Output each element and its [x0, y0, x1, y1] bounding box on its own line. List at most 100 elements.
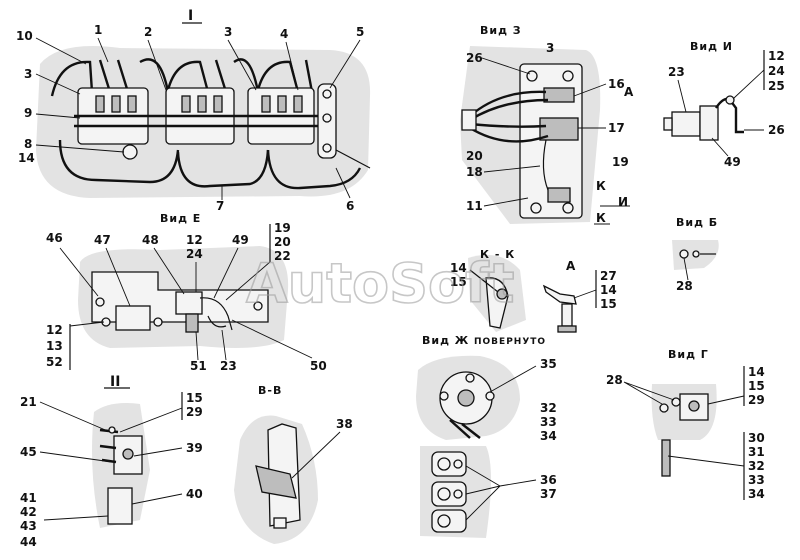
view-z-label: К	[596, 211, 606, 225]
view-i2-label: 24	[768, 64, 785, 78]
view-e-label: 23	[220, 359, 237, 373]
view-i2-label: 23	[668, 65, 685, 79]
view-g-label: 30	[748, 431, 765, 445]
view-vv: В-В 38	[234, 384, 353, 544]
view-i2-title: Вид И	[690, 40, 733, 53]
view-zh-subtitle: ПОВЕРНУТО	[474, 337, 546, 347]
view-e-label: 12	[46, 323, 63, 337]
view-i2: Вид И 12 24 25 23 26 49	[663, 40, 785, 169]
view-z-label: А	[624, 85, 634, 99]
view-kk-label: 15	[450, 275, 467, 289]
view-vv-title: В-В	[258, 384, 282, 397]
view-g-label: 31	[748, 445, 765, 459]
view-e-label: 51	[190, 359, 207, 373]
view-e-label: 22	[274, 249, 291, 263]
view-i-label: 3	[24, 67, 32, 81]
view-e-label: 49	[232, 233, 249, 247]
view-z-label: 17	[608, 121, 625, 135]
view-i-label: 8	[24, 137, 32, 151]
view-zh-label: 36	[540, 473, 557, 487]
view-e: Вид Е 46 47 48 12 24 49 19 20 22 12 13 5…	[46, 212, 327, 373]
view-kk-label: А	[566, 259, 576, 273]
view-ii-label: 29	[186, 405, 203, 419]
view-ii-label: 15	[186, 391, 203, 405]
view-b-label: 28	[676, 279, 693, 293]
view-z-label: 11	[466, 199, 483, 213]
view-kk-label: 14	[600, 283, 617, 297]
view-i2-label: 12	[768, 49, 785, 63]
view-e-label: 19	[274, 221, 291, 235]
view-ii-label: 43	[20, 519, 37, 533]
view-kk-label: 14	[450, 261, 467, 275]
view-e-label: 46	[46, 231, 63, 245]
view-g-label: 32	[748, 459, 765, 473]
view-e-label: 50	[310, 359, 327, 373]
view-z: Вид З 26 3 16 А 17 20 19 18 К 11 И К	[460, 24, 634, 225]
view-z-title: Вид З	[480, 24, 522, 37]
view-i-label: 7	[216, 199, 224, 213]
view-kk-label: 15	[600, 297, 617, 311]
view-zh-label: 33	[540, 415, 557, 429]
view-i-label: 5	[356, 25, 364, 39]
view-g-label: 29	[748, 393, 765, 407]
watermark: AutoSoft	[246, 252, 514, 315]
view-ii-title: II	[110, 374, 120, 390]
view-i-label: 4	[280, 27, 288, 41]
view-z-label: 26	[466, 51, 483, 65]
view-e-label: 47	[94, 233, 111, 247]
view-zh-label: 32	[540, 401, 557, 415]
view-i-label: 1	[94, 23, 102, 37]
view-i2-label: 49	[724, 155, 741, 169]
view-zh-label: 34	[540, 429, 557, 443]
view-ii-label: 21	[20, 395, 37, 409]
view-kk-title: К - К	[480, 248, 515, 261]
view-z-label: К	[596, 179, 606, 193]
view-vv-label: 38	[336, 417, 353, 431]
view-zh-label: 37	[540, 487, 557, 501]
view-z-label: 19	[612, 155, 629, 169]
view-g-title: Вид Г	[668, 348, 709, 361]
view-zh: Вид Ж ПОВЕРНУТО 35 32 33 34 36 37	[416, 334, 557, 538]
view-e-label: 13	[46, 339, 63, 353]
view-i-label: 14	[18, 151, 35, 165]
view-g-label: 14	[748, 365, 765, 379]
view-b: Вид Б 28	[672, 216, 719, 293]
view-i2-label: 26	[768, 123, 785, 137]
view-z-label: 20	[466, 149, 483, 163]
view-i-label: 10	[16, 29, 33, 43]
view-e-label: 52	[46, 355, 63, 369]
view-ii-label: 39	[186, 441, 203, 455]
view-e-label: 24	[186, 247, 203, 261]
view-g-label: 15	[748, 379, 765, 393]
view-ii-label: 45	[20, 445, 37, 459]
terminal-row	[95, 95, 303, 113]
view-i: I 10 1 2	[16, 8, 371, 213]
view-ii-label: 44	[20, 535, 37, 549]
view-ii-label: 42	[20, 505, 37, 519]
view-i-label: 2	[144, 25, 152, 39]
view-zh-title: Вид Ж	[422, 334, 469, 347]
view-z-label: 18	[466, 165, 483, 179]
view-i-label: 6	[346, 199, 354, 213]
view-b-title: Вид Б	[676, 216, 718, 229]
view-e-label: 12	[186, 233, 203, 247]
view-kk-label: 27	[600, 269, 617, 283]
view-e-title: Вид Е	[160, 212, 201, 225]
view-i-label: 9	[24, 106, 32, 120]
view-ii-label: 40	[186, 487, 203, 501]
view-g-label: 34	[748, 487, 765, 501]
view-g-label: 33	[748, 473, 765, 487]
view-e-label: 48	[142, 233, 159, 247]
view-i2-label: 25	[768, 79, 785, 93]
view-z-label: И	[618, 195, 628, 209]
view-z-label: 3	[546, 41, 554, 55]
view-z-label: 16	[608, 77, 625, 91]
view-i-label: 3	[224, 25, 232, 39]
view-kk: К - К 14 15 А 27 14 15	[450, 248, 617, 333]
view-ii: II 21 15 29 45 39 40 41 42 43 44	[20, 374, 203, 549]
view-i-title: I	[188, 8, 193, 24]
view-e-label: 20	[274, 235, 291, 249]
view-g-label: 28	[606, 373, 623, 387]
view-zh-label: 35	[540, 357, 557, 371]
